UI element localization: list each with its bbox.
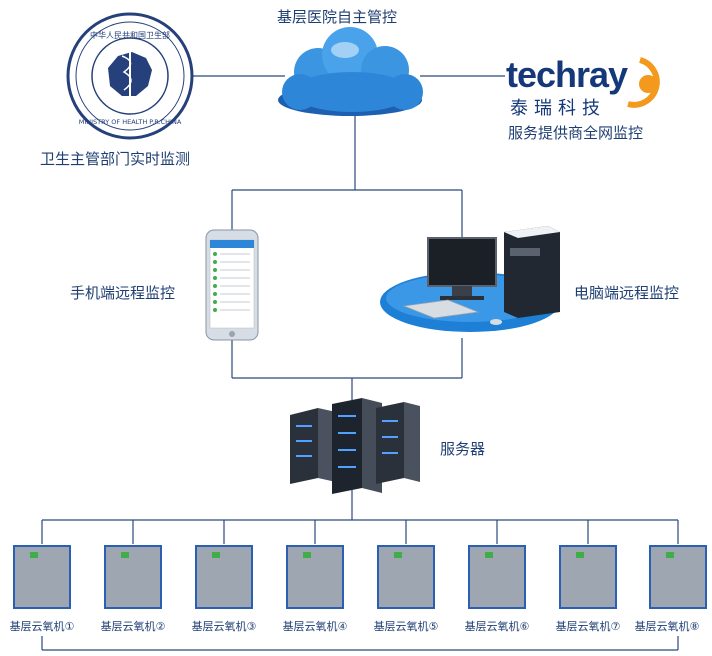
oxygen-unit-icon [195,545,253,609]
server-label: 服务器 [440,440,486,458]
provider-label: 服务提供商全网监控 [508,124,644,142]
health-ministry-seal-icon: 中华人民共和国卫生部 MINISTRY OF HEALTH P.R.CHINA [66,12,194,140]
unit-label-8: 基层云氧机⑧ [634,620,700,633]
desktop-computer-icon [380,226,560,332]
oxygen-unit-icon [468,545,526,609]
unit-label-4: 基层云氧机④ [282,620,348,633]
unit-label-5: 基层云氧机⑤ [373,620,439,633]
pc-label: 电脑端远程监控 [574,284,680,302]
brand-logo-swoosh-icon [627,57,660,108]
unit-label-2: 基层云氧机② [100,620,166,633]
unit-label-6: 基层云氧机⑥ [464,620,530,633]
cloud-icon [278,27,423,116]
brand-cn-name: 泰瑞科技 [510,98,606,119]
seal-bottom-text: MINISTRY OF HEALTH P.R.CHINA [79,118,182,126]
health-dept-label: 卫生主管部门实时监测 [40,150,191,168]
mobile-label: 手机端远程监控 [70,284,176,302]
hospital-label: 基层医院自主管控 [277,8,398,26]
unit-label-7: 基层云氧机⑦ [555,620,621,633]
unit-label-3: 基层云氧机③ [191,620,257,633]
unit-label-1: 基层云氧机① [9,620,75,633]
server-rack-icon [290,398,420,494]
oxygen-unit-icon [286,545,344,609]
seal-top-text: 中华人民共和国卫生部 [90,30,170,40]
smartphone-icon [205,229,259,341]
oxygen-unit-icon [649,545,707,609]
oxygen-unit-icon [559,545,617,609]
oxygen-unit-icon [13,545,71,609]
brand-name: techray [506,54,628,95]
oxygen-unit-icon [104,545,162,609]
oxygen-unit-icon [377,545,435,609]
